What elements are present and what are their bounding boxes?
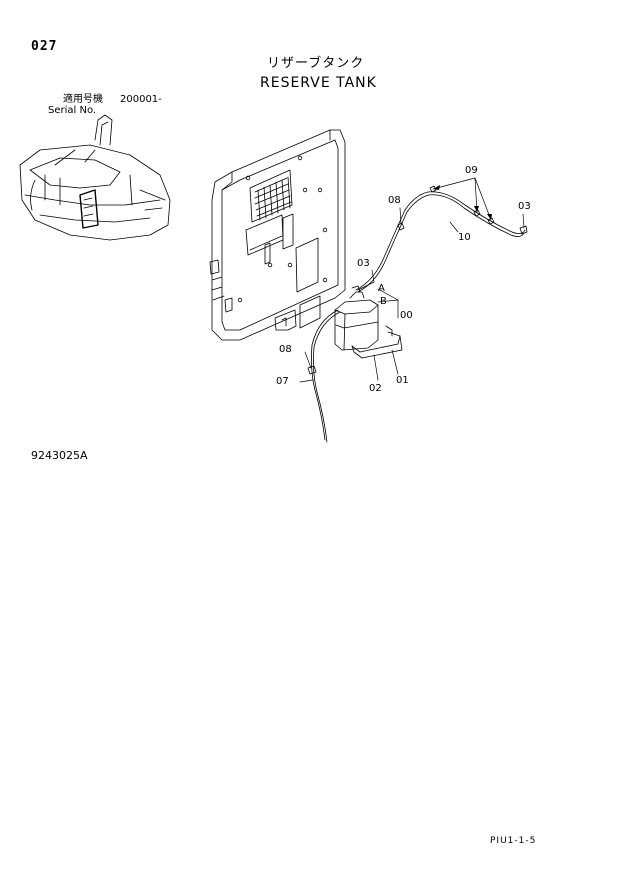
callout-02: 02 bbox=[369, 383, 382, 394]
callout-08-top: 08 bbox=[388, 195, 401, 206]
serial-value: 200001- bbox=[120, 94, 162, 105]
callout-08-left: 08 bbox=[279, 344, 292, 355]
machine-overview-drawing bbox=[19, 114, 171, 241]
frame-panel-drawing bbox=[209, 129, 346, 341]
callout-09: 09 bbox=[465, 165, 478, 176]
callout-B: B bbox=[380, 296, 387, 307]
serial-label-japanese: 適用号機 bbox=[63, 94, 103, 105]
callout-01: 01 bbox=[396, 375, 409, 386]
leader-arrows bbox=[433, 185, 492, 220]
footer-code: PIU1-1-5 bbox=[490, 836, 537, 846]
callout-03-mid: 03 bbox=[357, 258, 370, 269]
callout-A: A bbox=[378, 283, 385, 294]
callout-10: 10 bbox=[458, 232, 471, 243]
callout-03-top: 03 bbox=[518, 201, 531, 212]
leader-lines bbox=[299, 177, 525, 383]
serial-label-english: Serial No. bbox=[48, 105, 97, 116]
figure-id: 9243025A bbox=[31, 449, 88, 462]
title-english: RESERVE TANK bbox=[260, 75, 377, 91]
callout-07: 07 bbox=[276, 376, 289, 387]
page-number: 027 bbox=[31, 39, 58, 54]
title-japanese: リザーブタンク bbox=[267, 56, 365, 71]
callout-00: 00 bbox=[400, 310, 413, 321]
hose-drawing bbox=[307, 185, 528, 443]
